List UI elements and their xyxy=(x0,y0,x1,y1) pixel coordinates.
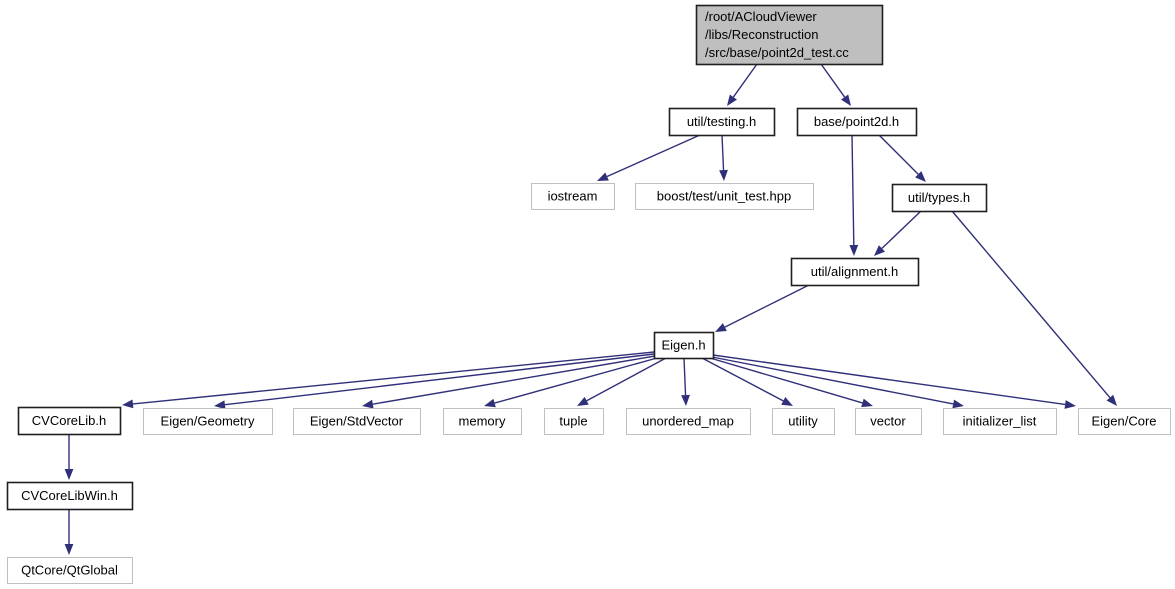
graph-node-label: vector xyxy=(870,413,906,428)
graph-edge xyxy=(214,353,655,410)
graph-node-eigen_geometry[interactable]: Eigen/Geometry xyxy=(143,408,273,435)
graph-node-utility[interactable]: utility xyxy=(772,408,835,435)
graph-edge xyxy=(701,357,793,406)
graph-edge xyxy=(64,434,74,480)
graph-edge xyxy=(820,63,851,106)
graph-edge xyxy=(719,134,728,181)
graph-edge xyxy=(727,63,758,106)
graph-edge xyxy=(878,134,926,182)
graph-node-label: util/testing.h xyxy=(687,114,756,129)
graph-node-eigen_core[interactable]: Eigen/Core xyxy=(1078,408,1171,435)
graph-edge xyxy=(874,210,922,256)
graph-edge xyxy=(64,509,74,555)
graph-node-label: QtCore/QtGlobal xyxy=(21,562,118,577)
graph-node-label: Eigen/Core xyxy=(1091,413,1156,428)
graph-node-boost_unit_test[interactable]: boost/test/unit_test.hpp xyxy=(635,183,814,210)
graph-node-util_testing[interactable]: util/testing.h xyxy=(668,107,776,137)
graph-edge xyxy=(712,354,1076,409)
graph-edge xyxy=(122,351,655,409)
graph-node-label: /root/ACloudViewer/libs/Reconstruction/s… xyxy=(705,9,849,60)
graph-node-qtcore_qtglobal[interactable]: QtCore/QtGlobal xyxy=(7,557,133,584)
graph-node-cvcorelib[interactable]: CVCoreLib.h xyxy=(17,406,122,436)
graph-node-label: tuple xyxy=(559,413,587,428)
graph-node-label: util/types.h xyxy=(908,190,970,205)
graph-edge xyxy=(681,357,690,406)
graph-edge xyxy=(715,284,810,332)
graph-node-label: CVCoreLib.h xyxy=(32,413,106,428)
graph-node-label: utility xyxy=(788,413,818,428)
graph-node-iostream[interactable]: iostream xyxy=(531,183,615,210)
graph-node-label: util/alignment.h xyxy=(811,264,898,279)
graph-node-label: unordered_map xyxy=(642,413,734,428)
graph-edge xyxy=(951,210,1117,406)
graph-node-eigen_stdvector[interactable]: Eigen/StdVector xyxy=(293,408,421,435)
graph-node-cvcorelibwin[interactable]: CVCoreLibWin.h xyxy=(6,481,134,511)
graph-edge xyxy=(362,355,656,409)
graph-node-label: base/point2d.h xyxy=(814,114,899,129)
graph-node-label: Eigen/StdVector xyxy=(310,413,404,428)
graph-nodes: /root/ACloudViewer/libs/Reconstruction/s… xyxy=(6,4,1171,584)
graph-node-label: initializer_list xyxy=(963,413,1037,428)
graph-node-util_types[interactable]: util/types.h xyxy=(891,183,988,213)
graph-edge xyxy=(711,356,964,409)
graph-node-vector[interactable]: vector xyxy=(855,408,922,435)
graph-node-unordered_map[interactable]: unordered_map xyxy=(626,408,751,435)
graph-node-label: Eigen/Geometry xyxy=(161,413,255,428)
graph-node-eigen_h[interactable]: Eigen.h xyxy=(653,331,715,360)
graph-node-base_point2d[interactable]: base/point2d.h xyxy=(796,107,918,137)
graph-node-util_alignment[interactable]: util/alignment.h xyxy=(790,257,920,287)
graph-edges xyxy=(64,63,1117,555)
graph-node-label: boost/test/unit_test.hpp xyxy=(657,188,791,203)
graph-node-initializer_list[interactable]: initializer_list xyxy=(943,408,1057,435)
graph-edge xyxy=(849,134,859,256)
graph-node-root[interactable]: /root/ACloudViewer/libs/Reconstruction/s… xyxy=(695,4,884,66)
graph-edge xyxy=(484,357,658,408)
graph-node-tuple[interactable]: tuple xyxy=(544,408,604,435)
graph-node-label: Eigen.h xyxy=(661,337,705,352)
graph-node-memory[interactable]: memory xyxy=(443,408,522,435)
graph-edge xyxy=(577,357,667,406)
graph-node-label: memory xyxy=(459,413,506,428)
graph-node-label: CVCoreLibWin.h xyxy=(21,488,118,503)
graph-edge xyxy=(597,134,701,181)
graph-edge xyxy=(709,357,873,408)
graph-node-label: iostream xyxy=(548,188,598,203)
